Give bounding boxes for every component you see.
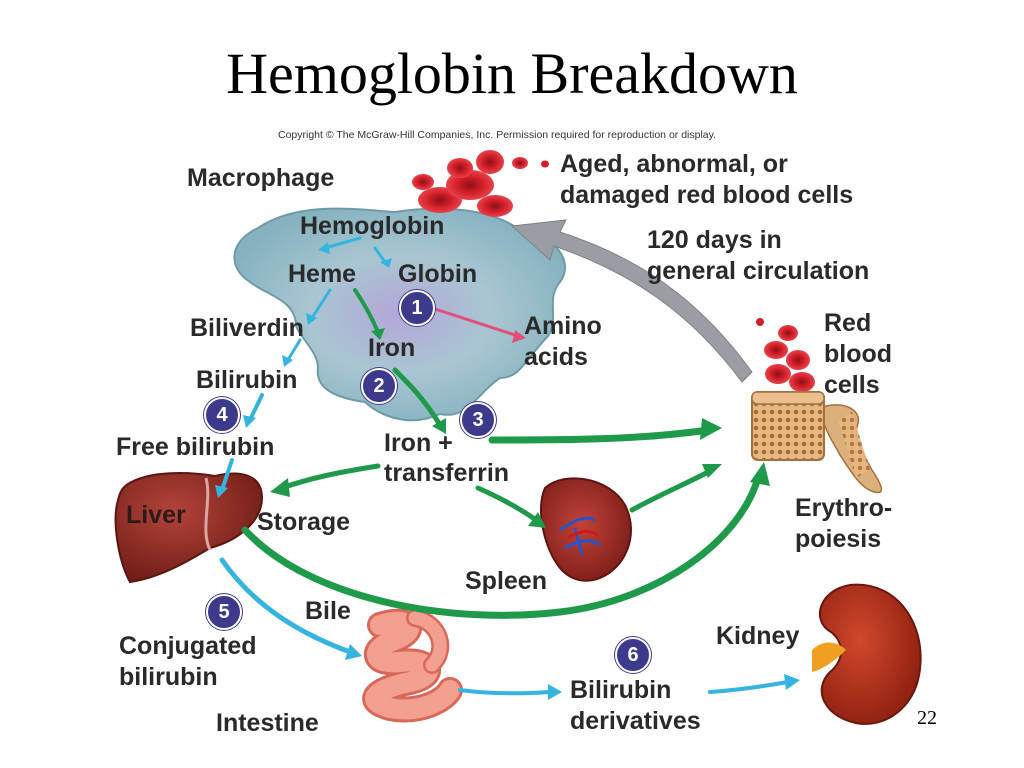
step-badge-6: 6 xyxy=(615,637,651,673)
label-conjugated-2: bilirubin xyxy=(119,663,218,691)
label-conjugated-1: Conjugated xyxy=(119,632,257,660)
label-bilirubin: Bilirubin xyxy=(196,366,298,394)
label-red-cells-3: cells xyxy=(824,371,880,399)
label-circulation-2: general circulation xyxy=(647,257,870,285)
kidney xyxy=(812,583,922,725)
label-red-cells-2: blood xyxy=(824,340,893,368)
label-spleen: Spleen xyxy=(465,567,547,595)
slide-title: Hemoglobin Breakdown xyxy=(226,41,798,106)
label-erythro-2: poiesis xyxy=(795,525,882,553)
circulation-arrow xyxy=(510,219,753,383)
label-amino-2: acids xyxy=(524,343,588,371)
label-storage: Storage xyxy=(257,508,351,536)
label-globin: Globin xyxy=(398,260,478,288)
label-kidney: Kidney xyxy=(716,622,800,650)
spleen xyxy=(539,477,632,582)
label-red-cells-1: Red xyxy=(824,309,872,337)
label-macrophage: Macrophage xyxy=(187,164,335,192)
step-badge-5: 5 xyxy=(206,594,242,630)
label-derivatives-1: Bilirubin xyxy=(570,676,672,704)
label-transferrin-2: transferrin xyxy=(384,459,510,487)
label-biliverdin: Biliverdin xyxy=(190,314,304,342)
intestine xyxy=(362,608,463,723)
step-badge-2: 2 xyxy=(361,368,397,404)
liver xyxy=(114,472,264,584)
label-amino-1: Amino xyxy=(524,312,602,340)
label-heme: Heme xyxy=(288,260,357,288)
label-aged-cells-2: damaged red blood cells xyxy=(560,181,854,209)
arrows xyxy=(219,236,790,696)
step-badge-1: 1 xyxy=(399,290,435,326)
red-blood-cells xyxy=(756,318,815,392)
label-circulation-1: 120 days in xyxy=(647,226,782,254)
label-liver: Liver xyxy=(126,501,186,529)
page-number: 22 xyxy=(917,707,937,729)
bone-marrow xyxy=(751,391,883,494)
aged-red-blood-cells xyxy=(412,150,549,217)
label-transferrin-1: Iron + xyxy=(384,429,453,457)
label-intestine: Intestine xyxy=(216,709,319,737)
step-badge-4: 4 xyxy=(204,397,240,433)
step-badge-3: 3 xyxy=(460,402,496,438)
label-free-bilirubin: Free bilirubin xyxy=(116,433,275,461)
label-aged-cells-1: Aged, abnormal, or xyxy=(560,150,788,178)
label-erythro-1: Erythro- xyxy=(795,494,893,522)
label-iron: Iron xyxy=(368,334,416,362)
label-hemoglobin: Hemoglobin xyxy=(300,212,445,240)
label-bile: Bile xyxy=(305,597,351,625)
label-derivatives-2: derivatives xyxy=(570,707,701,735)
copyright-notice: Copyright © The McGraw-Hill Companies, I… xyxy=(278,129,717,141)
arrowheads xyxy=(215,242,800,700)
